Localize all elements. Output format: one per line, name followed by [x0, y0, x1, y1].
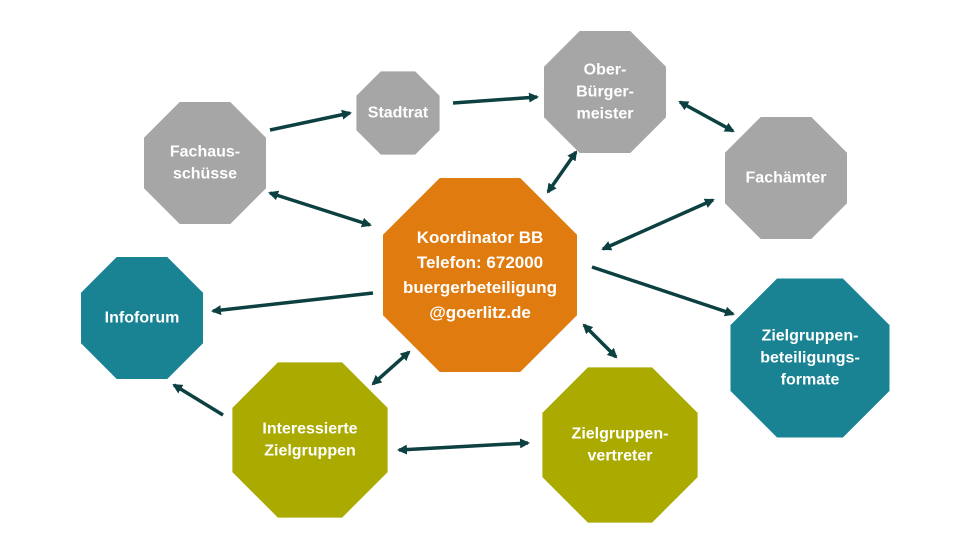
node-koordinator: Koordinator BB Telefon: 672000 buergerbete…	[383, 178, 577, 372]
node-label-oberbuergermeister-0: Ober-	[584, 62, 627, 79]
arrow-koordinator-to-infoforum	[211, 291, 374, 316]
node-label-fachausschuesse-0: Fachaus-	[170, 144, 240, 161]
node-label-fachausschuesse-1: schüsse	[173, 166, 237, 183]
nodes-layer: Fachaus-schüsse Stadtrat Ober- Bürger-meist…	[81, 31, 890, 523]
octagon-stadtrat	[356, 71, 440, 155]
node-stadtrat: Stadtrat	[356, 71, 440, 155]
octagon-fachausschuesse	[144, 102, 266, 224]
node-fachaemter: Fachämter	[725, 117, 847, 239]
octagon-fachaemter	[725, 117, 847, 239]
node-oberbuergermeister: Ober- Bürger-meister	[544, 31, 666, 153]
arrow-fachausschuesse-to-koordinator	[268, 190, 372, 228]
node-label-stadtrat-0: Stadtrat	[368, 105, 429, 122]
node-label-interessierte-0: Interessierte	[262, 421, 357, 438]
node-label-zielgruppenformate-1: beteiligungs-	[760, 350, 860, 367]
octagon-koordinator	[383, 178, 577, 372]
node-infoforum: Infoforum	[81, 257, 203, 379]
octagon-vertreter	[542, 367, 698, 523]
edges-layer	[172, 92, 735, 455]
node-label-oberbuergermeister-2: meister	[577, 106, 634, 123]
node-label-vertreter-1: vertreter	[588, 448, 653, 465]
node-label-zielgruppenformate-0: Zielgruppen-	[762, 328, 859, 345]
arrow-interessierte-to-vertreter	[397, 438, 530, 455]
arrow-oberbuergermeister-to-fachaemter	[678, 100, 735, 133]
arrow-koordinator-to-fachaemter	[601, 198, 715, 251]
node-label-vertreter-0: Zielgruppen-	[572, 426, 669, 443]
arrow-koordinator-to-vertreter	[582, 323, 618, 359]
arrow-fachausschuesse-to-stadtrat	[269, 109, 352, 132]
arrow-koordinator-to-zielgruppenformate	[591, 265, 735, 317]
octagon-interessierte	[232, 362, 388, 518]
node-label-koordinator-1: Telefon: 672000	[417, 253, 543, 272]
node-label-koordinator-0: Koordinator BB	[417, 228, 544, 247]
arrow-koordinator-to-oberbuergermeister	[546, 150, 578, 194]
node-label-infoforum-0: Infoforum	[105, 310, 180, 327]
octagon-oberbuergermeister	[544, 31, 666, 153]
node-zielgruppenformate: Zielgruppen-beteiligungs-formate	[730, 278, 890, 438]
node-label-interessierte-1: Zielgruppen	[264, 443, 356, 460]
node-label-fachaemter-0: Fachämter	[746, 170, 827, 187]
node-fachausschuesse: Fachaus-schüsse	[144, 102, 266, 224]
arrow-stadtrat-to-oberbuergermeister	[452, 92, 539, 105]
node-label-koordinator-2: buergerbeteiligung	[403, 278, 557, 297]
node-label-zielgruppenformate-2: formate	[781, 372, 840, 389]
arrow-koordinator-to-interessierte	[371, 350, 411, 386]
node-vertreter: Zielgruppen-vertreter	[542, 367, 698, 523]
arrow-interessierte-to-infoforum	[172, 383, 224, 417]
node-label-oberbuergermeister-1: Bürger-	[576, 84, 634, 101]
octagon-zielgruppenformate	[730, 278, 890, 438]
node-label-koordinator-3: @goerlitz.de	[429, 303, 531, 322]
octagon-infoforum	[81, 257, 203, 379]
